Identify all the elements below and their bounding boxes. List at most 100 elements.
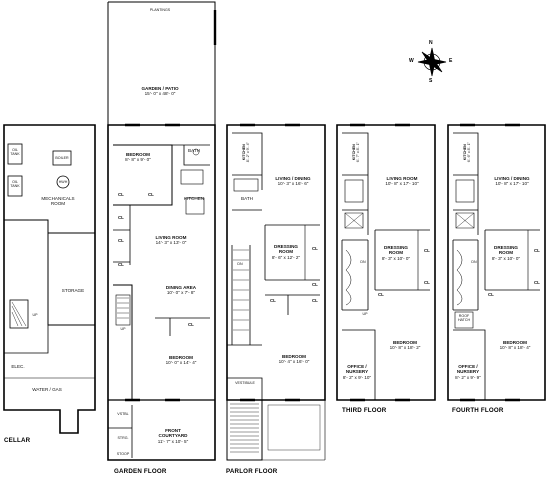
third-dn: DN: [360, 260, 366, 264]
parlor-living-name: LIVING / DINING: [275, 176, 311, 181]
garden-bedroom1-label: BEDROOM 8'- 8" x 9'- 0": [115, 152, 161, 163]
parlor-kitchen-dim: 8'- 2" x 9'- 4": [246, 142, 250, 163]
parlor-dressing-dim: 8'- 6" x 12'- 2": [271, 254, 301, 260]
garden-dining-dim: 10'- 0" x 7'- 8": [166, 290, 196, 296]
closet-label: CL: [534, 280, 540, 285]
third-living-label: LIVING ROOM 10'- 8" x 17'- 10": [374, 176, 430, 187]
closet-label: CL: [118, 262, 124, 267]
garden-living-label: LIVING ROOM 14'- 3" x 13'- 0": [146, 235, 196, 246]
closet-label: CL: [118, 192, 124, 197]
floor-title-parlor: PARLOR FLOOR: [226, 468, 278, 475]
cellar-boiler: BOILER: [55, 156, 69, 160]
garden-up: UP: [120, 327, 126, 331]
third-living-dim: 10'- 8" x 17'- 10": [385, 181, 419, 187]
closet-label: CL: [424, 248, 430, 253]
cellar-elec: ELEC.: [11, 364, 25, 369]
parlor-dn: DN: [237, 262, 243, 266]
parlor-living-dim: 10'- 3" x 16'- 6": [277, 181, 309, 187]
garden-dining-name: DINING AREA: [165, 285, 197, 290]
third-dressing-dim: 8'- 3" x 10'- 0": [381, 255, 411, 261]
fourth-living-name: LIVING / DINING: [494, 176, 530, 181]
cellar-water-gas: WATER / GAS: [32, 387, 62, 392]
third-dressing-label: DRESSING ROOM 8'- 3" x 10'- 0": [376, 245, 416, 261]
closet-label: CL: [188, 322, 194, 327]
compass-rose: [417, 47, 447, 77]
cellar-storage: STORAGE: [61, 288, 85, 293]
third-office-label: OFFICE / NURSERY 8'- 2" x 9'- 10": [339, 364, 375, 380]
third-kitchen-dim: 6'- 7" x 8'- 1": [356, 142, 360, 163]
garden-plantings: PLANTINGS: [149, 8, 171, 12]
third-office-dim: 8'- 2" x 9'- 10": [342, 374, 372, 380]
garden-strg: STRG.: [117, 436, 129, 440]
floor-title-third: THIRD FLOOR: [342, 407, 387, 414]
compass-n: N: [429, 40, 433, 46]
garden-stoop: STOOP: [116, 452, 130, 456]
fourth-office-dim: 8'- 2" x 9'- 9": [455, 374, 481, 380]
garden-bath: BATH: [188, 148, 200, 153]
third-dressing-name: DRESSING ROOM: [384, 245, 408, 256]
cellar-oil-tank-2: OIL TANK: [10, 180, 20, 189]
cellar-mechanicals: MECHANICALS ROOM: [41, 196, 75, 207]
garden-patio-dim: 15'- 0" x 48'- 0": [144, 91, 176, 97]
fourth-office-name: OFFICE / NURSERY: [456, 364, 480, 375]
garden-courtyard-dim: 11'- 7" x 10'- 5": [157, 438, 189, 444]
compass-e: E: [449, 58, 453, 64]
garden-bedroom1-dim: 8'- 8" x 9'- 0": [125, 157, 151, 163]
parlor-dressing-label: DRESSING ROOM 8'- 6" x 12'- 2": [266, 244, 306, 260]
floor-title-fourth: FOURTH FLOOR: [452, 407, 504, 414]
garden-courtyard-name: FRONT COURTYARD: [158, 428, 188, 439]
parlor-bath: BATH: [241, 196, 253, 201]
fourth-dn: DN: [471, 260, 477, 264]
closet-label: CL: [312, 246, 318, 251]
parlor-vestibule: VESTIBULE: [235, 381, 255, 385]
fourth-bedroom-label: BEDROOM 10'- 8" x 18'- 4": [488, 340, 542, 351]
closet-label: CL: [312, 298, 318, 303]
fourth-office-label: OFFICE / NURSERY 8'- 2" x 9'- 9": [450, 364, 486, 380]
third-living-name: LIVING ROOM: [386, 176, 418, 181]
garden-courtyard-label: FRONT COURTYARD 11'- 7" x 10'- 5": [148, 428, 198, 444]
garden-dining-label: DINING AREA 10'- 0" x 7'- 8": [158, 285, 204, 296]
third-office-name: OFFICE / NURSERY: [345, 364, 369, 375]
garden-kitchen: KITCHEN: [183, 196, 205, 201]
closet-label: CL: [378, 292, 384, 297]
fourth-bedroom-dim: 10'- 8" x 18'- 4": [499, 345, 531, 351]
fourth-kitchen-label: KITCHEN 6'- 6" x 8'- 1": [463, 135, 471, 169]
parlor-bedroom-label: BEDROOM 10'- 4" x 16'- 0": [270, 354, 318, 365]
parlor-dressing-name: DRESSING ROOM: [274, 244, 298, 255]
garden-bedroom2-dim: 10'- 0" x 14'- 4": [165, 360, 197, 366]
closet-label: CL: [534, 248, 540, 253]
cellar-outline: [3, 124, 96, 434]
closet-label: CL: [148, 192, 154, 197]
parlor-bedroom-name: BEDROOM: [282, 354, 306, 359]
garden-patio-outline: [107, 1, 217, 125]
fourth-dressing-name: DRESSING ROOM: [494, 245, 518, 256]
closet-label: CL: [118, 215, 124, 220]
garden-patio-name: GARDEN / PATIO: [141, 86, 179, 91]
garden-vstbl: VSTBL: [117, 412, 129, 416]
cellar-up: UP: [32, 313, 38, 317]
floor-title-cellar: CELLAR: [4, 437, 31, 444]
fourth-bedroom-name: BEDROOM: [503, 340, 527, 345]
window-marks: [125, 123, 520, 402]
fourth-living-label: LIVING / DINING 10'- 8" x 17'- 10": [484, 176, 540, 187]
fourth-kitchen-dim: 6'- 6" x 8'- 1": [467, 142, 471, 163]
parlor-living-label: LIVING / DINING 10'- 3" x 16'- 6": [266, 176, 320, 187]
third-bedroom-name: BEDROOM: [393, 340, 417, 345]
fourth-living-dim: 10'- 8" x 17'- 10": [495, 181, 529, 187]
closet-label: CL: [118, 238, 124, 243]
fourth-dressing-label: DRESSING ROOM 8'- 3" x 10'- 0": [486, 245, 526, 261]
closet-label: CL: [488, 292, 494, 297]
compass-s: S: [429, 78, 433, 84]
third-up: UP: [362, 312, 368, 316]
third-bedroom-dim: 10'- 8" x 18'- 2": [389, 345, 421, 351]
garden-living-dim: 14'- 3" x 13'- 0": [155, 240, 187, 246]
cellar-hwh: HWH: [58, 180, 68, 184]
parlor-kitchen-label: KITCHEN 8'- 2" x 9'- 4": [242, 135, 250, 169]
garden-patio-label: GARDEN / PATIO 15'- 0" x 48'- 0": [120, 86, 200, 97]
closet-label: CL: [424, 280, 430, 285]
fourth-roof-hatch: ROOF HATCH: [457, 314, 471, 323]
garden-bedroom2-label: BEDROOM 10'- 0" x 14'- 4": [158, 355, 204, 366]
third-bedroom-label: BEDROOM 10'- 8" x 18'- 2": [378, 340, 432, 351]
floor-title-garden: GARDEN FLOOR: [114, 468, 167, 475]
